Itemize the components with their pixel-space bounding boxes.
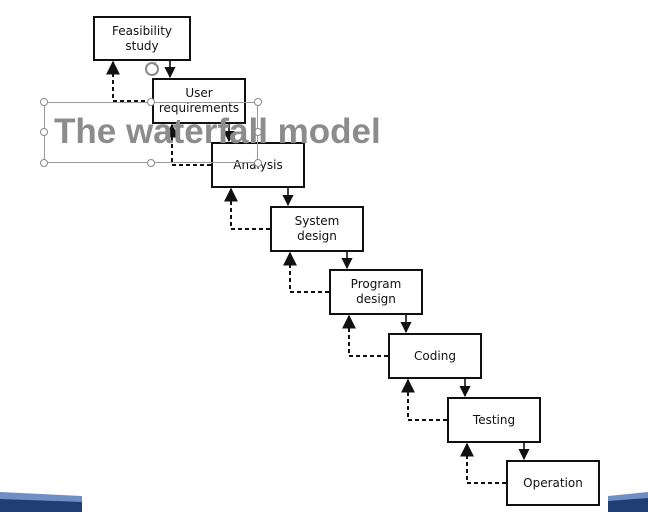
feedback-arrow-6	[401, 378, 447, 421]
resize-handle-top-middle[interactable]	[147, 98, 155, 106]
resize-handle-middle-left[interactable]	[40, 128, 48, 136]
feedback-arrow-2	[165, 123, 211, 166]
stage-testing: Testing	[447, 397, 541, 443]
resize-handle-top-right[interactable]	[254, 98, 262, 106]
stage-operation: Operation	[506, 460, 600, 506]
stage-feasibility: Feasibility study	[93, 16, 191, 61]
stage-coding: Coding	[388, 333, 482, 379]
stage-operation-label: Operation	[523, 475, 583, 490]
stage-testing-label: Testing	[472, 412, 516, 427]
stage-program-design-label: Program design	[350, 277, 402, 306]
stage-program-design: Program design	[329, 269, 423, 315]
corner-band-left	[0, 492, 82, 512]
feedback-arrow-5	[342, 314, 388, 357]
stage-system-design-label: System design	[294, 214, 340, 243]
feedback-arrow-7	[460, 442, 506, 484]
slide-title[interactable]: The waterfall model	[54, 112, 381, 151]
feedback-arrow-1	[106, 60, 152, 102]
feedback-arrow-3	[224, 187, 270, 230]
rotate-handle-icon[interactable]	[144, 61, 160, 77]
resize-handle-middle-right[interactable]	[254, 128, 262, 136]
resize-handle-top-left[interactable]	[40, 98, 48, 106]
stage-feasibility-label: Feasibility study	[112, 23, 172, 53]
stage-coding-label: Coding	[414, 348, 456, 363]
resize-handle-bottom-left[interactable]	[40, 159, 48, 167]
stage-requirements-label: User requirements	[158, 86, 240, 115]
resize-handle-bottom-right[interactable]	[254, 159, 262, 167]
corner-band-right	[608, 492, 648, 512]
stage-system-design: System design	[270, 206, 364, 252]
feedback-arrow-4	[283, 251, 329, 293]
resize-handle-bottom-middle[interactable]	[147, 159, 155, 167]
